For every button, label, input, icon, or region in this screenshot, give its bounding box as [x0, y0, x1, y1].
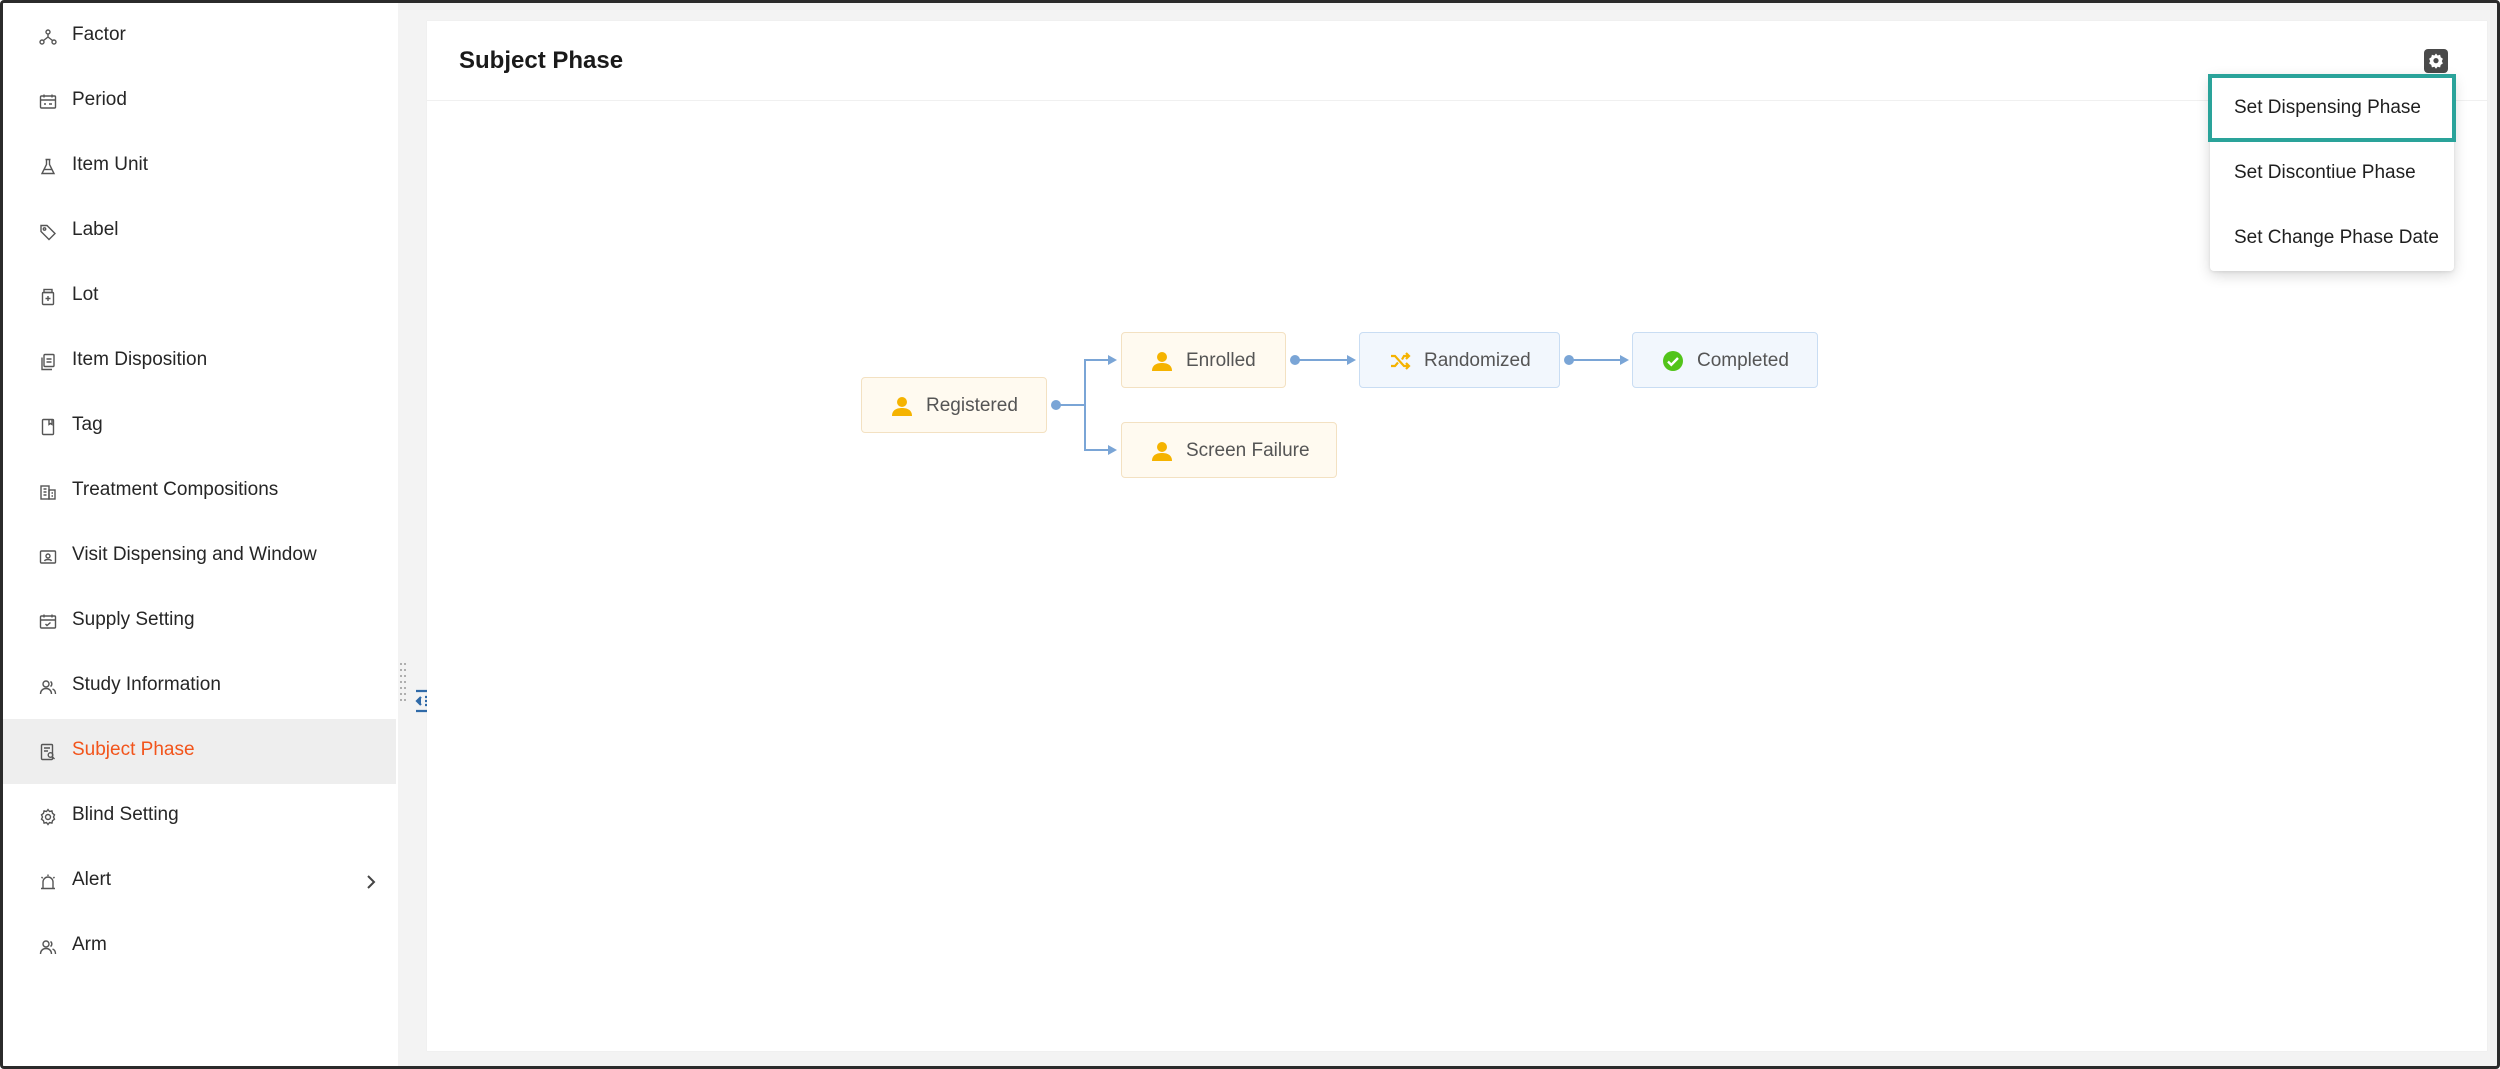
- flow-node-registered[interactable]: Registered: [861, 377, 1047, 433]
- sidebar-item-visit-dispensing[interactable]: Visit Dispensing and Window: [3, 524, 396, 589]
- flow-node-randomized[interactable]: Randomized: [1359, 332, 1560, 388]
- sidebar-item-subject-phase[interactable]: Subject Phase: [3, 719, 396, 784]
- sidebar-item-label: Item Unit: [72, 154, 149, 175]
- alarm-icon: [38, 872, 58, 892]
- sidebar-item-label[interactable]: Label: [3, 199, 396, 264]
- sidebar-item-label: Tag: [72, 414, 103, 435]
- flow-node-label: Screen Failure: [1186, 440, 1310, 461]
- sidebar-item-label: Lot: [72, 284, 99, 305]
- sidebar-item-label: Arm: [72, 934, 107, 955]
- sidebar-item-item-unit[interactable]: Item Unit: [3, 134, 396, 199]
- settings-gear-button[interactable]: [2423, 48, 2449, 74]
- sidebar-item-label: Subject Phase: [72, 739, 195, 760]
- id-card-icon: [38, 547, 58, 567]
- flow-node-label: Enrolled: [1186, 350, 1256, 371]
- flow-node-label: Completed: [1697, 350, 1789, 371]
- sidebar-item-alert[interactable]: Alert: [3, 849, 396, 914]
- document-search-icon: [38, 742, 58, 762]
- users-icon: [38, 677, 58, 697]
- shuffle-icon: [1388, 349, 1412, 373]
- bookmark-icon: [38, 417, 58, 437]
- chevron-right-icon: [361, 871, 381, 893]
- sidebar-item-study-information[interactable]: Study Information: [3, 654, 396, 719]
- sidebar-item-treatment-compositions[interactable]: Treatment Compositions: [3, 459, 396, 524]
- page-title: Subject Phase: [459, 47, 624, 74]
- sidebar-item-label: Label: [72, 219, 119, 240]
- sidebar-item-label: Treatment Compositions: [72, 479, 279, 500]
- sidebar-item-label: Alert: [72, 869, 112, 890]
- sidebar-item-label: Blind Setting: [72, 804, 179, 825]
- card-header: Subject Phase: [427, 21, 2487, 101]
- menu-item-set-discontinue-phase[interactable]: Set Discontiue Phase: [2234, 162, 2416, 183]
- sidebar-item-label: Factor: [72, 24, 126, 45]
- sidebar-item-label: Visit Dispensing and Window: [72, 544, 317, 565]
- medicine-bottle-icon: [38, 287, 58, 307]
- menu-item-set-dispensing-phase[interactable]: Set Dispensing Phase: [2208, 74, 2456, 142]
- sidebar-item-label: Study Information: [72, 674, 221, 695]
- user-icon: [1150, 349, 1174, 373]
- sidebar-resize-handle[interactable]: [399, 661, 407, 705]
- flow-node-completed[interactable]: Completed: [1632, 332, 1818, 388]
- sidebar-item-arm[interactable]: Arm: [3, 914, 396, 979]
- sidebar-item-label: Supply Setting: [72, 609, 195, 630]
- users-icon: [38, 937, 58, 957]
- calendar-check-icon: [38, 612, 58, 632]
- calendar-icon: [38, 92, 58, 112]
- check-circle-icon: [1661, 349, 1685, 373]
- gear-icon: [38, 807, 58, 827]
- sidebar-item-supply-setting[interactable]: Supply Setting: [3, 589, 396, 654]
- tag-label-icon: [38, 222, 58, 242]
- sidebar-item-lot[interactable]: Lot: [3, 264, 396, 329]
- flow-node-label: Registered: [926, 395, 1018, 416]
- sidebar-item-label: Period: [72, 89, 127, 110]
- sidebar-item-factor[interactable]: Factor: [3, 4, 396, 69]
- sidebar-item-label: Item Disposition: [72, 349, 208, 370]
- settings-dropdown-menu: Set Dispensing Phase Set Discontiue Phas…: [2208, 74, 2456, 271]
- user-icon: [1150, 439, 1174, 463]
- flow-node-label: Randomized: [1424, 350, 1531, 371]
- sidebar-item-item-disposition[interactable]: Item Disposition: [3, 329, 396, 394]
- building-icon: [38, 482, 58, 502]
- documents-icon: [38, 352, 58, 372]
- flow-node-screen-failure[interactable]: Screen Failure: [1121, 422, 1337, 478]
- main-card: Subject Phase: [427, 21, 2487, 1051]
- factor-icon: [38, 27, 58, 47]
- flask-icon: [38, 157, 58, 177]
- sidebar: Factor Period Item Unit Label Lot: [3, 3, 398, 1066]
- user-icon: [890, 394, 914, 418]
- sidebar-item-tag[interactable]: Tag: [3, 394, 396, 459]
- menu-item-set-change-phase-date[interactable]: Set Change Phase Date: [2234, 227, 2439, 248]
- gear-icon: [2424, 49, 2448, 73]
- sidebar-item-period[interactable]: Period: [3, 69, 396, 134]
- sidebar-item-blind-setting[interactable]: Blind Setting: [3, 784, 396, 849]
- flow-node-enrolled[interactable]: Enrolled: [1121, 332, 1286, 388]
